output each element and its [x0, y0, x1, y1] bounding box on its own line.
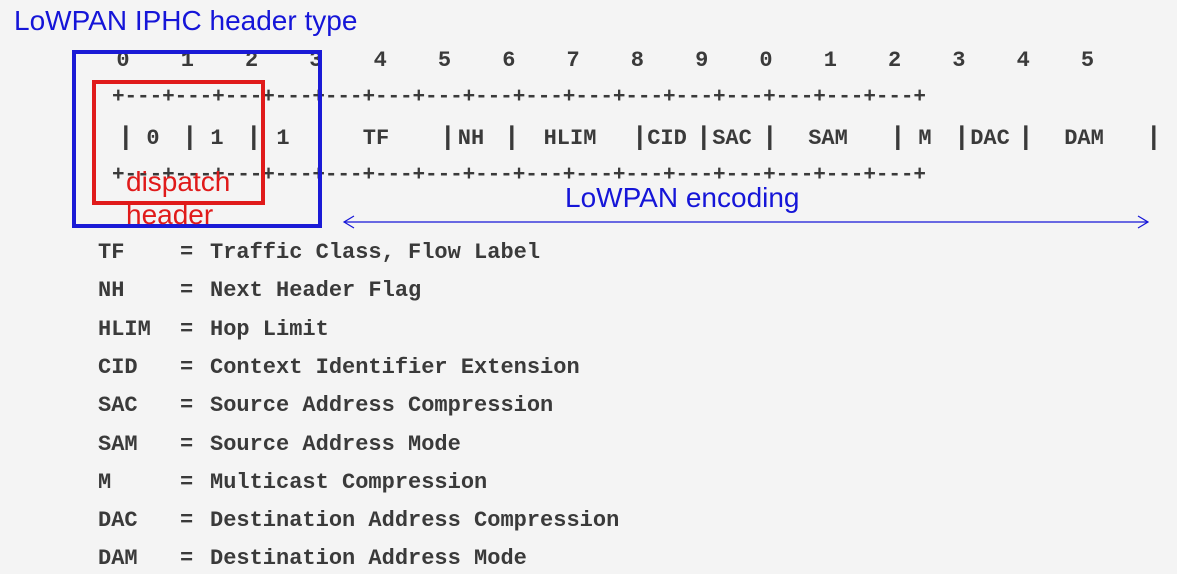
diagram-title: LoWPAN IPHC header type [14, 5, 358, 36]
field-separator: | [762, 122, 778, 152]
bit-number: 1 [180, 48, 194, 73]
bit-number: 9 [695, 48, 709, 73]
bit-number: 2 [887, 48, 902, 73]
legend-equals: = [180, 469, 194, 495]
field-dam: DAM [1064, 126, 1104, 151]
field-separator: | [182, 122, 198, 152]
iphc-header-type-box [72, 50, 322, 228]
field-sam: SAM [808, 126, 848, 151]
legend-abbreviation: NH [98, 278, 125, 304]
bit-number: 5 [437, 48, 452, 73]
field-separator: | [696, 122, 712, 152]
legend-description: Multicast Compression [210, 469, 488, 495]
field-sac: SAC [712, 126, 752, 151]
legend-description: Next Header Flag [210, 278, 422, 304]
field-separator: | [246, 122, 262, 152]
legend-abbreviation: HLIM [98, 316, 151, 342]
bit-number: 8 [630, 48, 644, 73]
legend-abbreviation: SAC [98, 393, 138, 419]
field-nh: NH [457, 126, 485, 151]
legend-equals: = [180, 508, 194, 534]
bit-number: 4 [373, 48, 387, 73]
legend-description: Source Address Mode [210, 431, 461, 457]
legend-description: Destination Address Mode [210, 546, 527, 572]
legend-abbreviation: TF [98, 240, 125, 265]
legend-description: Destination Address Compression [210, 508, 620, 534]
field-separator: | [504, 122, 520, 152]
legend-equals: = [180, 278, 194, 304]
field-dispatch-bit-2: 1 [276, 126, 290, 151]
legend-equals: = [180, 354, 194, 380]
field-separator: | [118, 122, 134, 152]
field-separator: | [440, 122, 456, 152]
field-separator: | [954, 122, 970, 152]
bit-number: 0 [759, 48, 773, 73]
bit-number: 0 [116, 48, 130, 73]
dispatch-label: dispatch [126, 166, 231, 197]
field-dac: DAC [970, 126, 1010, 151]
legend-abbreviation: SAM [98, 431, 138, 457]
legend-abbreviation: M [98, 469, 112, 495]
bit-number: 7 [566, 48, 580, 73]
legend-description: Traffic Class, Flow Label [210, 240, 541, 265]
legend-equals: = [180, 546, 194, 572]
encoding-span-arrow [342, 215, 1150, 229]
legend-equals: = [180, 316, 194, 342]
field-cid: CID [647, 126, 687, 151]
dispatch-header-box [92, 80, 265, 205]
field-m: M [918, 126, 932, 151]
header-label: header [126, 199, 214, 230]
legend-equals: = [180, 431, 194, 457]
field-hlim: HLIM [543, 126, 597, 151]
legend-abbreviation: CID [98, 354, 138, 380]
field-separator: | [632, 122, 648, 152]
bit-number: 5 [1080, 48, 1095, 73]
field-dispatch-bit-1: 1 [210, 126, 224, 151]
field-dispatch-bit-0: 0 [146, 126, 160, 151]
field-tf: TF [362, 126, 390, 151]
legend-equals: = [180, 393, 194, 419]
legend-description: Context Identifier Extension [210, 354, 580, 380]
bit-number: 6 [502, 48, 516, 73]
legend-abbreviation: DAC [98, 508, 138, 534]
field-separator: | [890, 122, 906, 152]
legend-description: Source Address Compression [210, 393, 554, 419]
bit-number: 3 [952, 48, 966, 73]
lowpan-encoding-label: LoWPAN encoding [565, 182, 800, 213]
legend-equals: = [180, 240, 194, 265]
field-separator: | [1018, 122, 1034, 152]
ruler-top: +---+---+---+---+---+---+---+---+---+---… [112, 86, 926, 109]
bit-number: 1 [823, 48, 837, 73]
legend-description: Hop Limit [210, 316, 329, 342]
ruler-bottom: +---+---+---+---+---+---+---+---+---+---… [112, 164, 926, 187]
legend-abbreviation: DAM [98, 546, 138, 572]
bit-number: 2 [244, 48, 259, 73]
field-separator: | [1146, 122, 1162, 152]
bit-number: 4 [1016, 48, 1030, 73]
